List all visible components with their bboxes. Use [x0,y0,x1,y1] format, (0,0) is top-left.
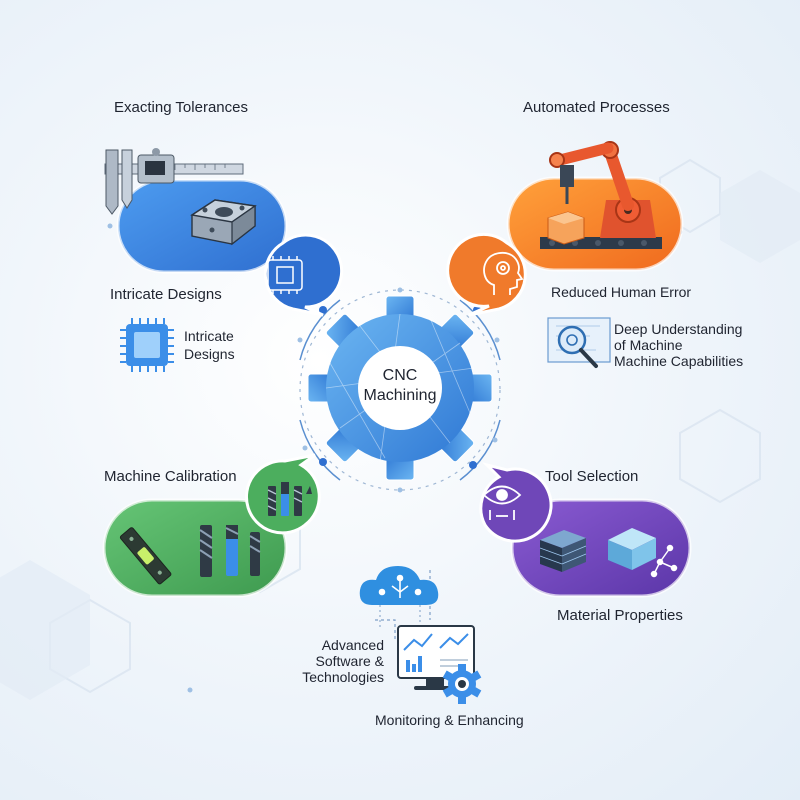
automated-processes-label: Automated Processes [523,99,670,116]
intricate-designs-label: Intricate Designs [110,286,222,303]
center-label-line1: CNC [382,367,418,384]
intricate-designs-line2: Designs [184,346,235,362]
reduced-human-error-label: Reduced Human Error [551,284,692,300]
deep-understanding-line2: of Machine [614,337,683,353]
center-label-line2: Machining [363,387,437,404]
machine-calibration-label: Machine Calibration [104,468,237,485]
material-properties-label: Material Properties [557,607,683,624]
exacting-tolerances-label: Exacting Tolerances [114,99,248,116]
deep-understanding-line1: Deep Understanding [614,321,743,337]
advanced-software-line2: Software & [315,653,384,669]
advanced-software-line3: Technologies [302,669,384,685]
advanced-software-label: Advanced Software & Technologies [286,637,384,685]
advanced-software-line1: Advanced [321,637,384,653]
tool-selection-label: Tool Selection [545,468,639,485]
monitoring-enhancing-label: Monitoring & Enhancing [375,712,524,728]
center-label: CNC Machining [345,366,455,406]
deep-understanding-line3: Machine Capabilities [614,353,744,369]
intricate-designs-line1: Intricate [184,328,234,344]
